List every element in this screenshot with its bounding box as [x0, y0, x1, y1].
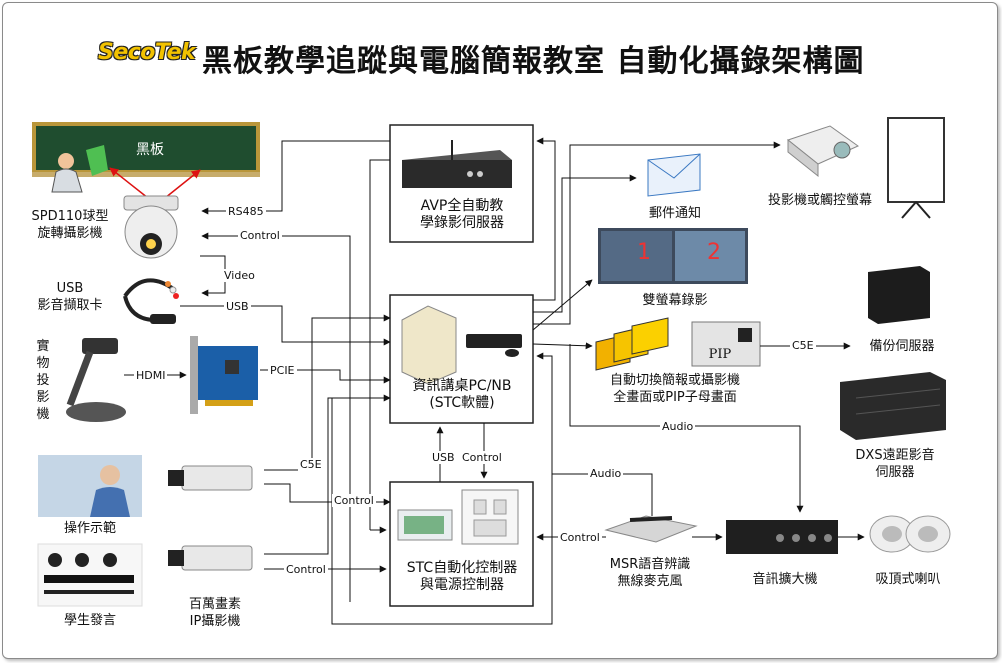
screen-number-1: 1 [637, 240, 651, 265]
pc-label: 資訊講桌PC/NB (STC軟體) [392, 378, 532, 412]
pc-image [401, 305, 522, 385]
doc-cam-char-5: 機 [36, 407, 50, 422]
ip-camera-image-2 [168, 545, 253, 571]
dxs-label-line1: DXS遠距影音 [855, 448, 935, 463]
pcie-card-image [190, 336, 258, 414]
secotek-logo: SecoTek [98, 40, 196, 65]
doc-cam-char-2: 物 [36, 356, 50, 371]
dxs-label: DXS遠距影音 伺服器 [845, 447, 945, 481]
backup-label: 備份伺服器 [869, 339, 935, 354]
ptz-camera-label-line2: 旋轉攝影機 [37, 226, 103, 241]
avp-device-image [402, 140, 512, 188]
auto-switch-label: 自動切換簡報或攝影機 全畫面或PIP子母畫面 [585, 372, 765, 406]
dual-screen-label: 雙螢幕錄影 [642, 293, 708, 308]
students-photo [37, 543, 143, 607]
video-label: Video [222, 269, 257, 282]
usb-capture-label-line1: USB [56, 281, 84, 296]
ip-camera-label-line1: 百萬畫素 [188, 597, 241, 612]
pc-label-line1: 資訊講桌PC/NB [412, 378, 512, 394]
audio-label-mic: Audio [588, 467, 624, 480]
document-camera-image [66, 338, 126, 422]
monitors-image [595, 317, 669, 371]
pip-image [691, 321, 761, 367]
ip-camera-image-1 [168, 465, 253, 491]
audio-label-top: Audio [660, 420, 696, 433]
pip-label: PIP [708, 347, 732, 362]
email-icon [647, 153, 701, 197]
pcie-label: PCIE [268, 364, 297, 377]
doc-cam-char-3: 投 [36, 373, 50, 388]
dual-screen-image [598, 228, 748, 284]
dxs-label-line2: 伺服器 [875, 465, 915, 480]
ptz-camera-label: SPD110球型 旋轉攝影機 [20, 208, 120, 242]
screen-number-2: 2 [707, 240, 721, 265]
demo-label: 操作示範 [63, 521, 116, 536]
usb-label-center: USB [430, 451, 457, 464]
usb-capture-label-line2: 影音擷取卡 [37, 298, 103, 313]
stc-label-line1: STC自動化控制器 [406, 560, 518, 576]
email-label: 郵件通知 [648, 206, 701, 221]
projection-screen-image [887, 117, 945, 219]
ip-camera-label: 百萬畫素 IP攝影機 [165, 596, 265, 630]
amp-label: 音訊擴大機 [752, 572, 818, 587]
dxs-server-image [840, 372, 946, 440]
c5e-label-right: C5E [790, 339, 816, 352]
doc-cam-char-1: 實 [36, 339, 50, 354]
backup-server-image [868, 266, 930, 324]
ip-camera-label-line2: IP攝影機 [189, 614, 241, 629]
demo-photo [38, 455, 142, 517]
projector-image [786, 125, 859, 178]
mic-label: MSR語音辨識 無線麥克風 [595, 556, 705, 590]
rs485-label: RS485 [226, 205, 266, 218]
diagram-title: 黑板教學追蹤與電腦簡報教室 自動化攝錄架構圖 [202, 44, 865, 79]
avp-label: AVP全自動教 學錄影伺服器 [392, 198, 532, 232]
projector-label: 投影機或觸控螢幕 [767, 193, 872, 208]
usb-capture-label: USB 影音擷取卡 [20, 280, 120, 314]
amplifier-image [726, 520, 838, 554]
stc-controller-image [397, 509, 453, 541]
auto-switch-line2: 全畫面或PIP子母畫面 [613, 390, 737, 405]
student-label: 學生發言 [63, 613, 116, 628]
mic-label-line2: 無線麥克風 [617, 574, 683, 589]
doc-cam-char-4: 影 [36, 390, 50, 405]
hdmi-label: HDMI [134, 369, 168, 382]
usb-capture-image [123, 278, 179, 324]
control-label-ptz: Control [238, 229, 282, 242]
c5e-label-left: C5E [298, 458, 324, 471]
wireless-mic-image [604, 515, 698, 543]
stc-label: STC自動化控制器 與電源控制器 [392, 560, 532, 594]
usb-label-left: USB [224, 300, 251, 313]
stc-label-line2: 與電源控制器 [420, 577, 504, 593]
control-label-mic: Control [558, 531, 602, 544]
ptz-camera-label-line1: SPD110球型 [31, 209, 109, 224]
control-label-center: Control [460, 451, 504, 464]
document-camera-label: 實 物 投 影 機 [33, 338, 53, 423]
avp-label-line2: 學錄影伺服器 [420, 215, 504, 231]
speaker-label: 吸頂式喇叭 [875, 572, 941, 587]
ptz-camera-image [123, 195, 179, 259]
avp-label-line1: AVP全自動教 [420, 198, 504, 214]
mic-label-line1: MSR語音辨識 [609, 557, 691, 572]
auto-switch-line1: 自動切換簡報或攝影機 [609, 373, 740, 388]
control-label-ip2: Control [284, 563, 328, 576]
ceiling-speakers-image [869, 515, 951, 553]
teacher-image [51, 145, 108, 193]
pc-label-line2: (STC軟體) [429, 395, 495, 411]
control-label-stc: Control [332, 494, 376, 507]
blackboard-label: 黑板 [136, 142, 164, 158]
power-controller-image [461, 489, 519, 545]
